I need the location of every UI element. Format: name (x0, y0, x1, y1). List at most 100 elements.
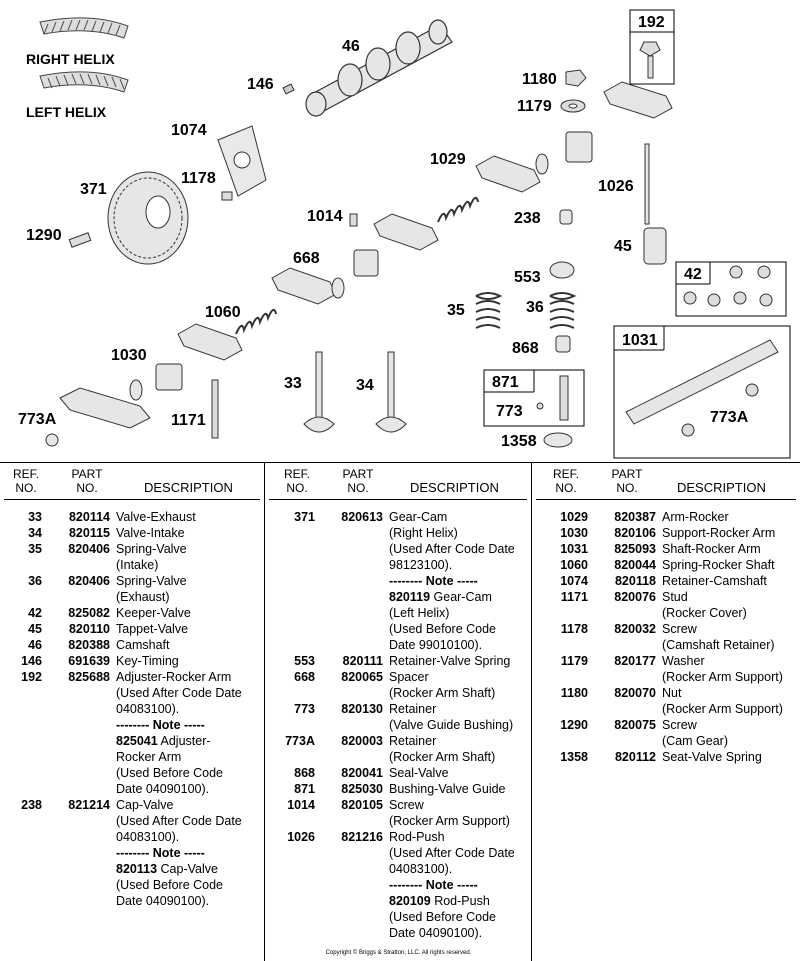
callout: 34 (356, 377, 374, 394)
callout: 1060 (205, 304, 241, 321)
part-description: Screw(Camshaft Retainer) (656, 621, 800, 653)
description-line: Rod-Push (389, 830, 445, 844)
part-description: Screw(Cam Gear) (656, 717, 800, 749)
description-line: Retainer-Valve Spring (389, 654, 511, 668)
ref-number: 1031 (560, 542, 588, 556)
description-line: (Used After Code Date (389, 542, 515, 556)
description-header: DESCRIPTION (144, 480, 233, 495)
description-line: Washer (662, 654, 705, 668)
part-number: 825688 (68, 670, 110, 684)
adjuster-drawing (639, 41, 661, 79)
part-number: 820065 (341, 670, 383, 684)
valve-drawings (303, 351, 407, 433)
part-description: Keeper-Valve (110, 605, 264, 621)
callout: 773A (18, 411, 57, 428)
ref-number: 1358 (560, 750, 588, 764)
description-line: (Intake) (116, 558, 159, 572)
description-line: (Rocker Arm Shaft) (389, 750, 496, 764)
part-description: Nut(Rocker Arm Support) (656, 685, 800, 717)
header-text: PART (611, 467, 643, 481)
description-line: Spacer (389, 670, 429, 684)
description-line: Key-Timing (116, 654, 179, 668)
header-text: PART (342, 467, 374, 481)
note-description-line: Date 99010100). (389, 638, 483, 652)
description-line: Valve-Exhaust (116, 510, 196, 524)
part-number: 820387 (614, 510, 656, 524)
note-separator: -------- Note ----- (116, 718, 205, 732)
part-number: 820003 (341, 734, 383, 748)
callout: 773 (496, 403, 523, 420)
description-line: Retainer (389, 734, 437, 748)
note-description-line: 820113 Cap-Valve (116, 861, 264, 877)
keeper-drawings (683, 265, 773, 307)
part-number: 821216 (341, 830, 383, 844)
part-description: Bushing-Valve Guide (383, 781, 531, 797)
part-description: Spring-Valve(Intake) (110, 541, 264, 573)
header-text: NO. (347, 481, 369, 495)
note-part-number: 825041 (116, 734, 158, 748)
callout: 1030 (111, 347, 147, 364)
ref-number: 1180 (560, 686, 588, 700)
part-number: 820070 (614, 686, 656, 700)
part-description: Retainer-Camshaft (656, 573, 800, 589)
header-text: REF. (283, 467, 310, 481)
rocker-shaft-drawing (625, 339, 779, 425)
description-line: (Used After Code Date (116, 686, 242, 700)
ref-no-header: REF.NO. (548, 467, 584, 495)
part-number: 820076 (614, 590, 656, 604)
note-description-line: Rocker Arm (116, 750, 182, 764)
part-number: 820110 (68, 622, 110, 636)
description-line: 04083100). (116, 702, 180, 716)
description-line: 04083100). (116, 830, 180, 844)
part-description: Gear-Cam(Right Helix)(Used After Code Da… (383, 509, 531, 653)
note-part-number: 820119 (389, 590, 431, 604)
callout: 33 (284, 375, 302, 392)
part-description: Retainer (Rocker Arm Shaft) (383, 733, 531, 765)
callout: 371 (80, 181, 107, 198)
description-line: Seal-Valve (389, 766, 449, 780)
description-line: 98123100). (389, 558, 453, 572)
description-line: (Exhaust) (116, 590, 170, 604)
callout: 1014 (307, 208, 343, 225)
note-description-line: (Left Helix) (389, 606, 450, 620)
description-line: Bushing-Valve Guide (389, 782, 506, 796)
part-description: Seat-Valve Spring (656, 749, 800, 765)
copyright-notice: Copyright © Briggs & Stratton, LLC. All … (325, 950, 472, 956)
part-description: Spring-Rocker Shaft (656, 557, 800, 573)
part-number: 820111 (342, 654, 383, 668)
description-line: Adjuster-Rocker Arm (116, 670, 232, 684)
description-line: Tappet-Valve (116, 622, 189, 636)
left-helix-label: LEFT HELIX (26, 104, 107, 120)
ref-number: 192 (21, 670, 42, 684)
ref-number: 33 (28, 510, 42, 524)
ref-number: 773A (285, 734, 315, 748)
header-text: REF. (552, 467, 579, 481)
callout: 1180 (522, 71, 557, 88)
callout: 146 (247, 76, 274, 93)
callout: 1178 (181, 170, 216, 187)
description-header: DESCRIPTION (410, 480, 499, 495)
ref-number: 553 (294, 654, 315, 668)
parts-row: 553 820111 Retainer-Valve Spring (265, 653, 531, 669)
note-part-number: 820113 (116, 862, 158, 876)
note-text: Rod-Push (434, 894, 490, 908)
